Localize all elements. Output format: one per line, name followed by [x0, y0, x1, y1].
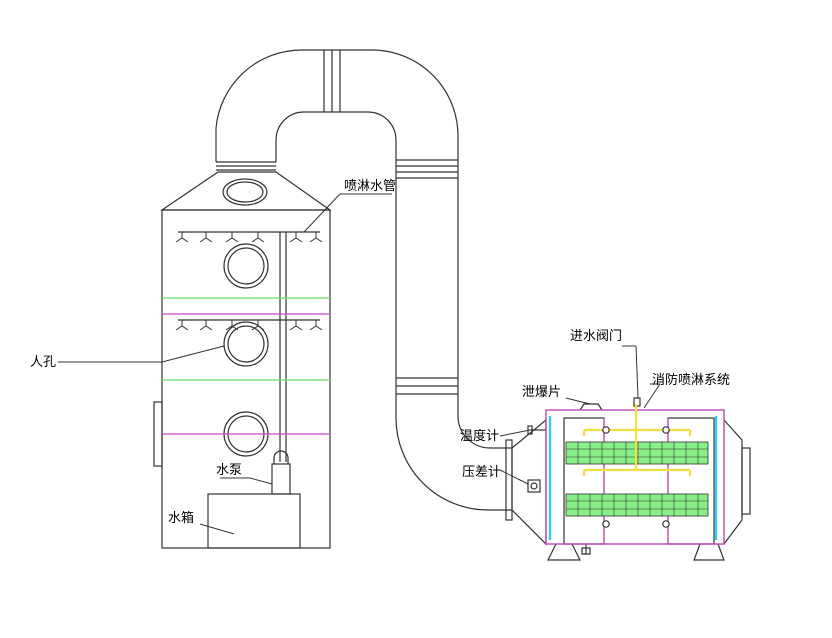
label-pump: 水泵	[216, 463, 242, 478]
fire-spray-heads	[602, 426, 670, 528]
spray-nozzles-lower	[175, 320, 323, 331]
label-pressure-gauge: 压差计	[462, 465, 501, 480]
label-thermometer: 温度计	[460, 428, 499, 444]
label-fire-spray-system: 消防喷淋系统	[652, 372, 730, 388]
label-explosion-vent: 泄爆片	[522, 385, 561, 400]
leader-lines	[58, 193, 661, 535]
label-manhole: 人孔	[30, 355, 56, 370]
spray-tower	[153, 171, 332, 549]
connecting-duct	[215, 49, 512, 511]
fire-spray-piping	[582, 404, 692, 476]
label-spray-pipe: 喷淋水管	[344, 179, 396, 194]
label-inlet-valve: 进水阀门	[570, 329, 622, 344]
tower-bands	[162, 297, 330, 435]
carbon-box	[505, 397, 751, 561]
spray-nozzles-upper	[175, 232, 323, 243]
label-tank: 水箱	[168, 510, 194, 526]
